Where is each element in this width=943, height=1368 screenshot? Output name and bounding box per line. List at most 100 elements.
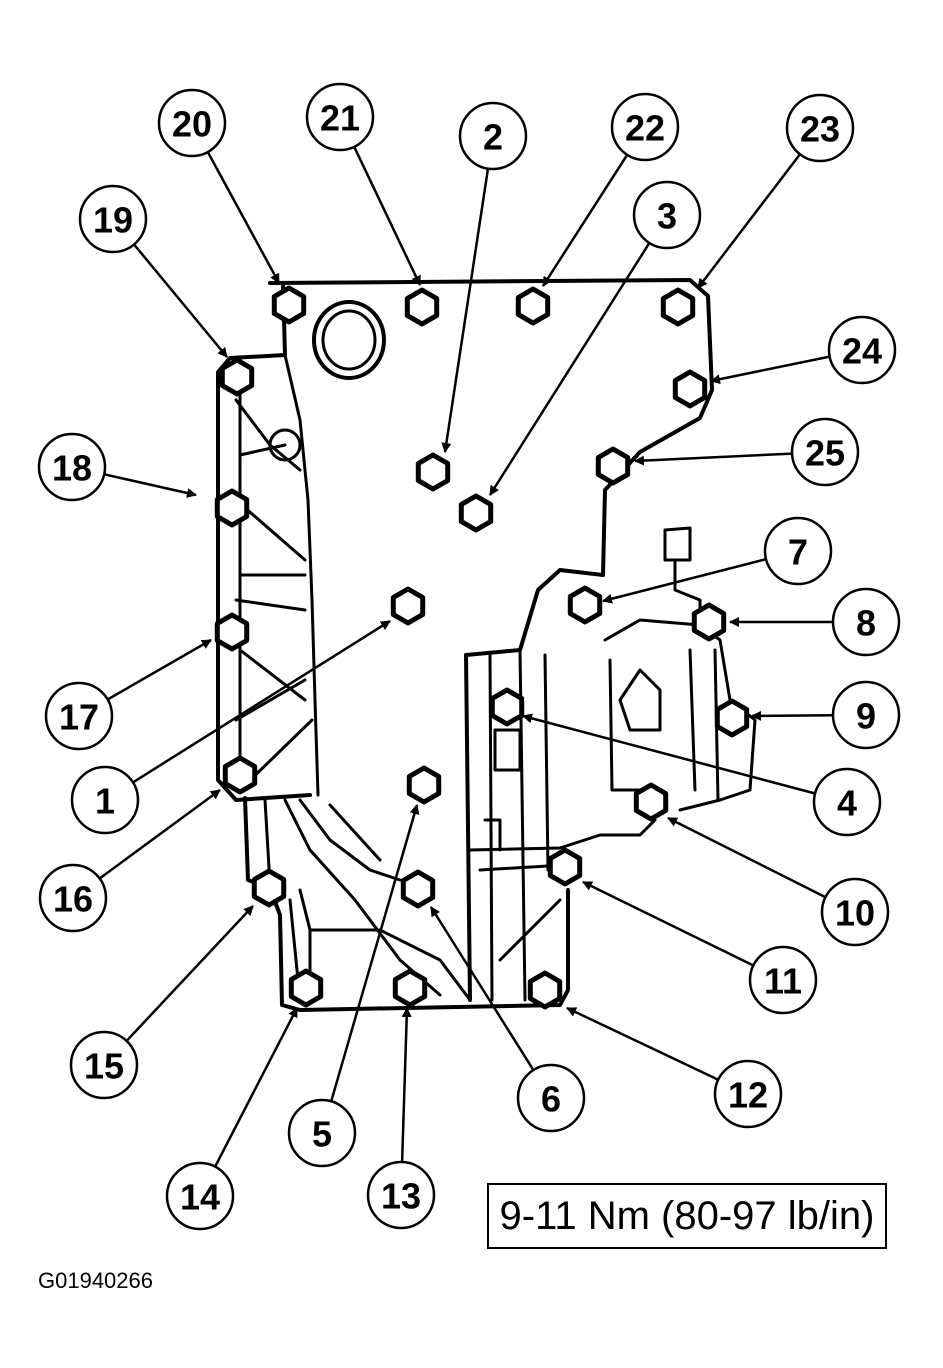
callout-3: 3 <box>632 180 702 250</box>
bolt-21 <box>404 287 440 327</box>
callout-7: 7 <box>763 516 833 586</box>
callout-circle <box>790 417 860 487</box>
callout-number: 21 <box>320 98 360 139</box>
callout-number: 11 <box>764 961 802 1002</box>
bolt-24 <box>672 369 708 409</box>
leader-arrow-11 <box>582 880 754 967</box>
callout-25: 25 <box>790 417 860 487</box>
bolt-20 <box>271 285 307 325</box>
bolt-16 <box>222 755 258 795</box>
callout-16: 16 <box>38 863 108 933</box>
callout-circle <box>165 1161 235 1231</box>
callout-number: 12 <box>728 1075 768 1116</box>
callout-circle <box>812 767 882 837</box>
callout-1: 1 <box>70 765 140 835</box>
callout-24: 24 <box>827 315 897 385</box>
callout-circle <box>366 1160 436 1230</box>
leader-arrow-16 <box>98 788 221 880</box>
callout-12: 12 <box>713 1059 783 1129</box>
callout-number: 15 <box>84 1046 124 1087</box>
leader-arrow-18 <box>103 473 197 498</box>
callout-circle <box>37 432 107 502</box>
callout-number: 20 <box>172 104 212 145</box>
bolt-11 <box>547 847 583 887</box>
leader-arrow-19 <box>133 243 228 358</box>
callout-number: 25 <box>805 433 845 474</box>
callout-circle <box>763 516 833 586</box>
callout-number: 1 <box>95 781 115 822</box>
callout-circle <box>820 877 890 947</box>
leader-arrow-4 <box>522 713 816 795</box>
callout-number: 10 <box>835 893 875 934</box>
callout-number: 5 <box>312 1114 332 1155</box>
callout-5: 5 <box>287 1098 357 1168</box>
callout-21: 21 <box>305 82 375 152</box>
bolt-7 <box>567 585 603 625</box>
callout-circle <box>287 1098 357 1168</box>
callout-number: 22 <box>625 108 665 149</box>
bolt-10 <box>633 782 669 822</box>
bolt-8 <box>691 602 727 642</box>
callout-circle <box>458 101 528 171</box>
callout-circle <box>44 681 114 751</box>
callout-20: 20 <box>157 88 227 158</box>
leader-arrow-15 <box>125 905 254 1042</box>
callout-number: 24 <box>842 331 882 372</box>
leader-arrow-21 <box>353 146 422 286</box>
callout-18: 18 <box>37 432 107 502</box>
bolt-13 <box>392 968 428 1008</box>
bolt-markers <box>214 285 750 1010</box>
leader-arrow-9 <box>751 710 834 721</box>
bolt-6 <box>400 869 436 909</box>
callout-circle <box>713 1059 783 1129</box>
leader-arrow-23 <box>697 153 801 289</box>
leader-arrow-14 <box>213 1007 299 1168</box>
bolt-18 <box>214 488 250 528</box>
callout-circle <box>632 180 702 250</box>
bolt-3 <box>458 493 494 533</box>
callout-23: 23 <box>785 93 855 163</box>
bolt-15 <box>251 868 287 908</box>
callout-number: 4 <box>837 783 857 824</box>
callout-circle <box>70 765 140 835</box>
callout-15: 15 <box>69 1030 139 1100</box>
callout-circle <box>78 184 148 254</box>
callout-9: 9 <box>831 680 901 750</box>
callout-8: 8 <box>831 587 901 657</box>
callout-19: 19 <box>78 184 148 254</box>
callout-number: 19 <box>93 200 133 241</box>
bolt-12 <box>527 970 563 1010</box>
callout-circle <box>610 92 680 162</box>
leader-arrow-13 <box>400 1007 412 1163</box>
callout-circle <box>69 1030 139 1100</box>
callout-number: 6 <box>541 1079 561 1120</box>
bolt-14 <box>288 968 324 1008</box>
callout-2: 2 <box>458 101 528 171</box>
callout-circle <box>157 88 227 158</box>
torque-specification: 9-11 Nm (80-97 lb/in) <box>487 1183 887 1249</box>
leader-arrow-12 <box>566 1006 719 1081</box>
callout-11: 11 <box>748 945 818 1015</box>
callout-14: 14 <box>165 1161 235 1231</box>
leader-arrow-20 <box>206 151 281 284</box>
callout-22: 22 <box>610 92 680 162</box>
callout-circle <box>831 680 901 750</box>
callout-number: 14 <box>180 1177 220 1218</box>
bolt-1 <box>390 586 426 626</box>
callout-number: 2 <box>483 117 503 158</box>
callout-4: 4 <box>812 767 882 837</box>
callout-number: 9 <box>856 696 876 737</box>
leader-lines <box>98 146 834 1168</box>
callout-number: 8 <box>856 603 876 644</box>
bolt-22 <box>515 286 551 326</box>
figure-id: G01940266 <box>38 1268 153 1293</box>
callout-number: 3 <box>657 196 677 237</box>
callout-13: 13 <box>366 1160 436 1230</box>
callout-circle <box>831 587 901 657</box>
leader-arrow-3 <box>488 242 651 496</box>
callout-circle <box>785 93 855 163</box>
callout-circle <box>38 863 108 933</box>
leader-arrow-10 <box>667 816 827 899</box>
bolt-9 <box>714 698 750 738</box>
